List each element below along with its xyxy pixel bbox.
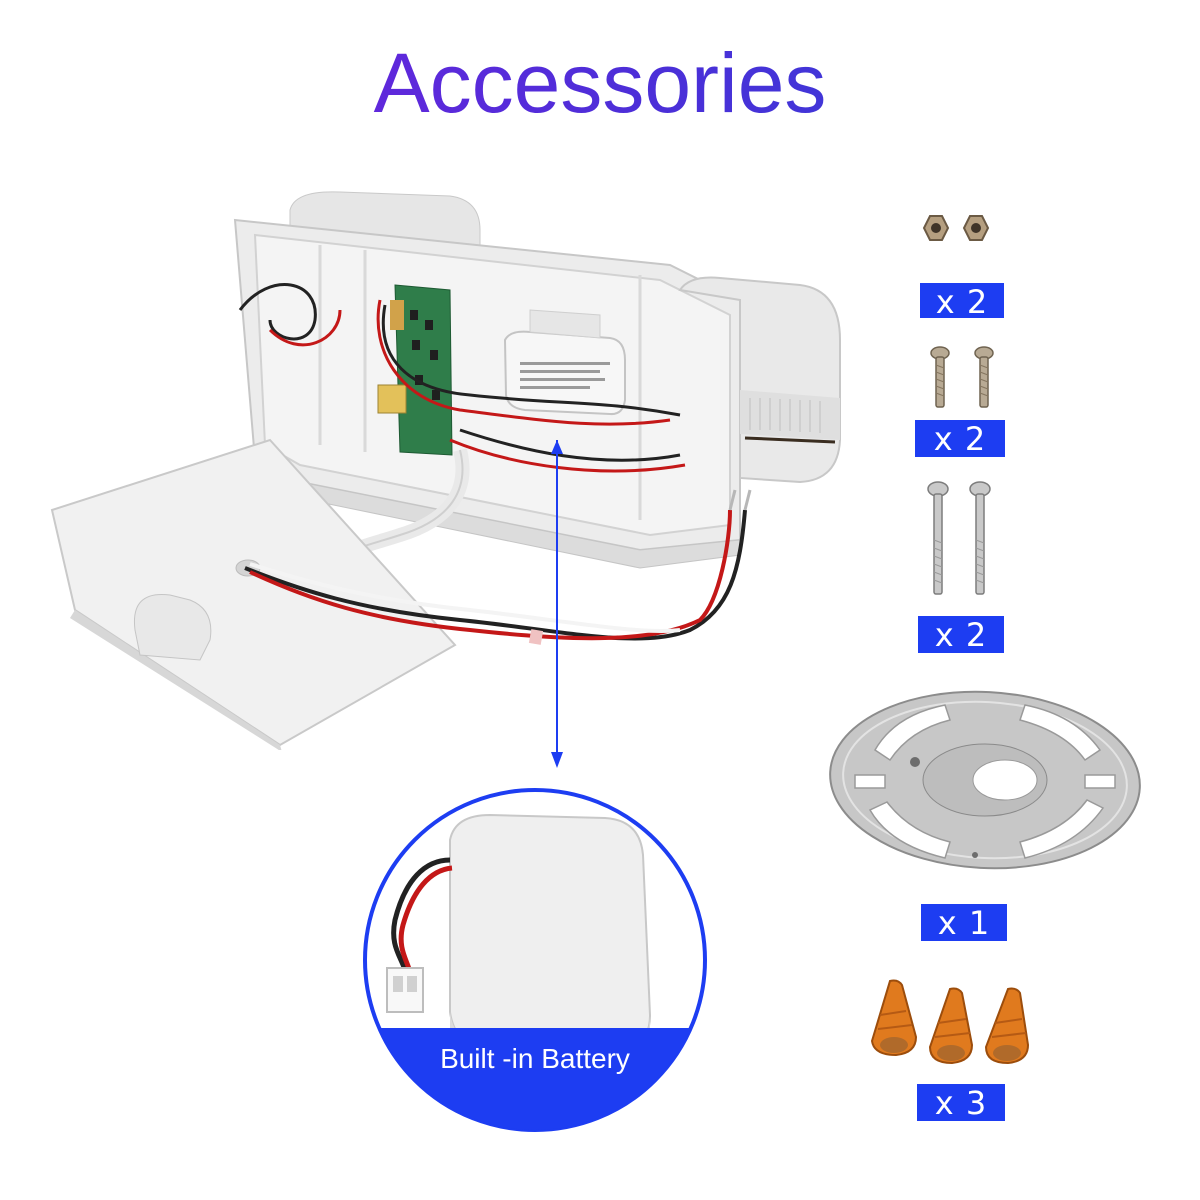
quantity-badge: x 2 xyxy=(918,616,1004,653)
callout-arrow xyxy=(551,440,563,768)
wire-nut-icon xyxy=(870,979,1030,1065)
battery-callout xyxy=(363,788,707,1132)
page-title: Accessories xyxy=(0,28,1200,138)
quantity-badge: x 2 xyxy=(915,420,1005,457)
battery-callout-label: Built -in Battery xyxy=(440,1043,630,1074)
long-screw-icon xyxy=(927,481,991,595)
quantity-badge: x 3 xyxy=(917,1084,1005,1121)
hex-nut-icon xyxy=(922,215,990,241)
quantity-badge: x 1 xyxy=(921,904,1007,941)
mounting-plate-icon xyxy=(829,690,1141,870)
short-screw-icon xyxy=(930,346,994,408)
quantity-badge: x 2 xyxy=(920,283,1004,320)
fixture-photo xyxy=(50,191,841,750)
